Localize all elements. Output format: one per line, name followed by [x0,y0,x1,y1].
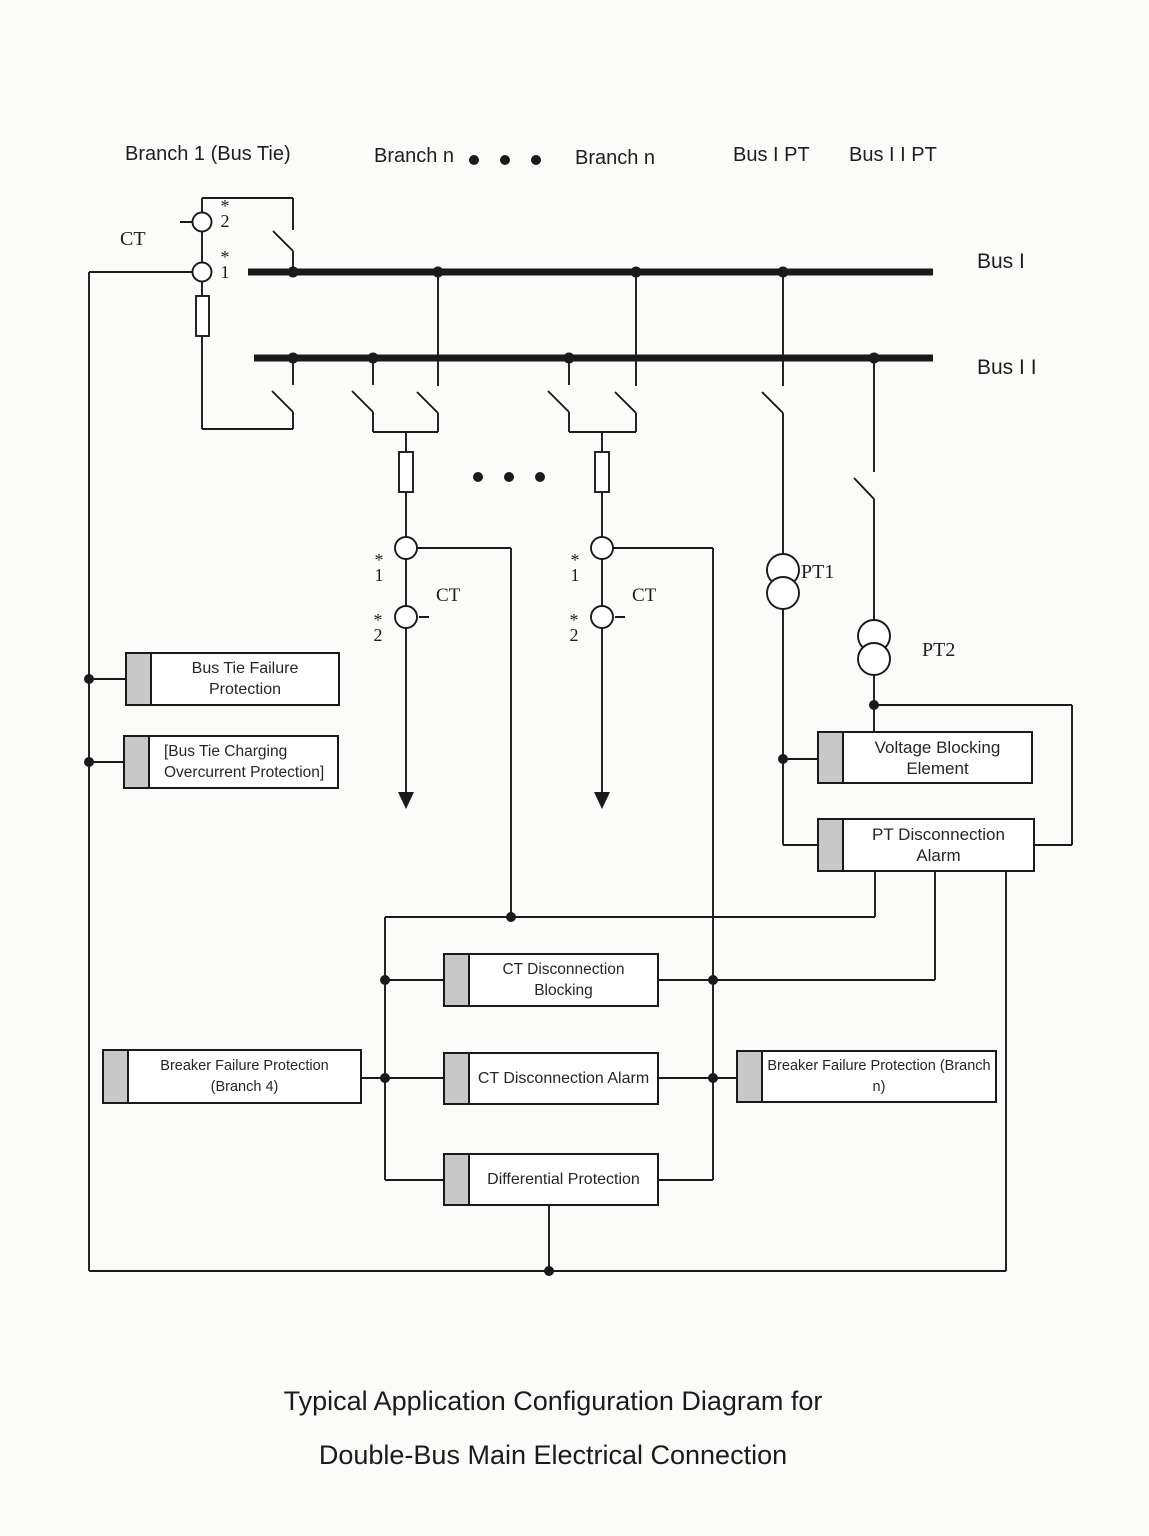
differential-protection-box: Differential Protection [443,1153,659,1206]
branch1-ct-winding-2 [394,605,418,629]
header-ellipsis-dots [469,155,541,165]
diagram-title: Typical Application Configuration Diagra… [0,1388,1106,1469]
relay-cap [738,1052,763,1101]
relay-cap [445,1054,470,1103]
bustie-ct-winding-1 [191,261,213,283]
breaker-failure-protection-branchn-box: Breaker Failure Protection (Branch n) [736,1050,997,1103]
branch1-tap-1: *1 [374,550,384,585]
relay-cap [445,1155,470,1204]
bustie-breaker-element [195,295,210,337]
bustie-tap-2: *2 [220,196,230,231]
diagram-title-line2: Double-Bus Main Electrical Connection [318,1440,788,1470]
pt2-label: PT2 [922,639,956,661]
bustie-ct-winding-2 [191,211,213,233]
relay-cap [127,654,152,704]
pt1-symbol-bottom [766,576,800,610]
ct-disconnection-blocking-box: CT Disconnection Blocking [443,953,659,1007]
branch2-arrowhead [594,792,610,809]
ct-disconnection-alarm-box: CT Disconnection Alarm [443,1052,659,1105]
breaker-failure-protection-branch4-box: Breaker Failure Protection (Branch 4) [102,1049,362,1104]
relay-cap [819,733,844,782]
branch2-tap-2: *2 [569,610,579,645]
voltage-blocking-element-box: Voltage Blocking Element [817,731,1033,784]
junction-dots [84,266,880,1276]
bus-tie-charging-overcurrent-protection-box: [Bus Tie Charging Overcurrent Protection… [123,735,339,789]
relay-cap [445,955,470,1005]
branch2-breaker-element [594,451,610,493]
bus1-label: Bus I [977,250,1025,273]
branch2-ct-winding-1 [590,536,614,560]
branch2-ct-label: CT [632,585,657,606]
branch1-arrowhead [398,792,414,809]
relay-cap [104,1051,129,1102]
branch1-ct-label: CT [436,585,461,606]
bus2-label: Bus I I [977,356,1037,379]
bus2-pt-label: Bus I I PT [849,144,937,166]
bustie-tap-1: *1 [220,247,230,282]
relay-cap [125,737,150,787]
relay-cap [819,820,844,870]
branch1-breaker-element [398,451,414,493]
branch1-bustie-label: Branch 1 (Bus Tie) [125,143,291,165]
branch-n-left-label: Branch n [374,145,455,167]
bus1-pt-label: Bus I PT [733,144,810,166]
pt2-symbol-bottom [857,642,891,676]
branch2-tap-1: *1 [570,550,580,585]
branch1-ct-winding-1 [394,536,418,560]
branch2-ct-winding-2 [590,605,614,629]
branch-n-right-label: Branch n [575,147,656,169]
branch-ellipsis-dots [473,472,545,482]
branch1-tap-2: *2 [373,610,383,645]
bus-tie-failure-protection-box: Bus Tie Failure Protection [125,652,340,706]
pt1-label: PT1 [801,561,835,583]
bustie-ct-label: CT [120,228,146,250]
pt-disconnection-alarm-box: PT Disconnection Alarm [817,818,1035,872]
diagram-title-line1: Typical Application Configuration Diagra… [283,1386,823,1416]
